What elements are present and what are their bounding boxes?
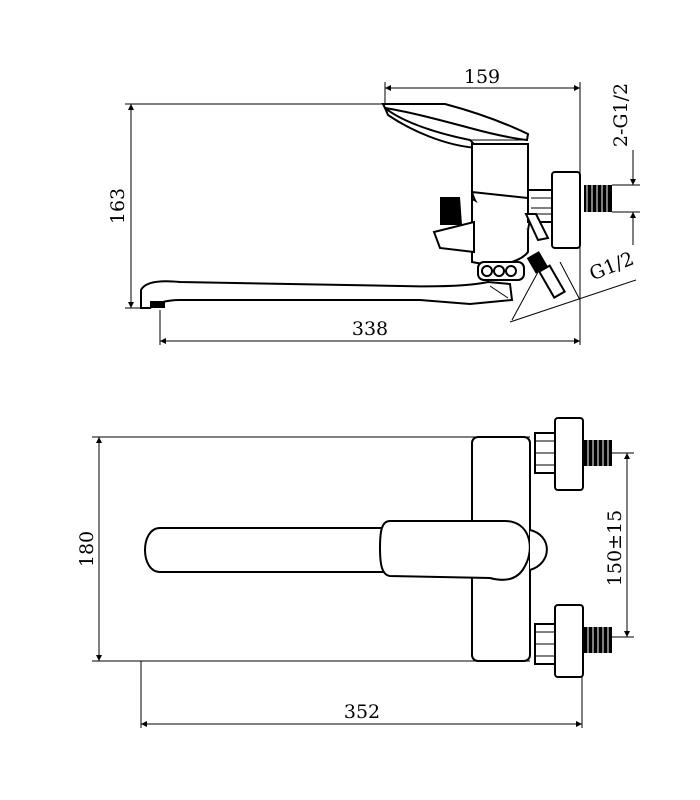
lever-handle-top	[381, 103, 530, 142]
eccentric-pipe	[524, 213, 550, 242]
inlet-thread-side-grooves	[586, 185, 608, 212]
outlet-thread-extension-left	[511, 271, 539, 321]
top-view: 180 150±15 352	[76, 417, 634, 728]
inlet-thread-label: 2-G1/2	[610, 83, 632, 147]
upper-inlet-thread-grooves	[587, 440, 609, 466]
height-dimension-label: 163	[107, 188, 129, 224]
spout-aerator	[150, 301, 165, 308]
lever-width-dimension-label: 159	[464, 66, 500, 88]
side-view: 163 159 338 2-G1/2 G1/2	[107, 66, 640, 345]
diverter-knob	[440, 197, 462, 225]
lever-handle-top-view	[378, 520, 531, 581]
lower-wall-flange	[554, 604, 584, 678]
spout	[140, 280, 514, 309]
lower-inlet-thread-grooves	[587, 627, 609, 653]
upper-eccentric-nut-lines	[535, 440, 555, 466]
outlet-thread-extension-right	[559, 261, 581, 301]
outlet-thread-label: G1/2	[586, 248, 637, 286]
body-width-dimension-label: 180	[76, 531, 98, 567]
spout-length-dimension-label: 338	[352, 318, 388, 340]
swivel-ring-ball-2	[493, 265, 505, 277]
inlet-spacing-dimension-label: 150±15	[604, 510, 626, 586]
inlet-thread-side	[584, 185, 612, 212]
wall-flange	[551, 171, 581, 249]
lower-eccentric-nut-lines	[535, 631, 555, 657]
upper-wall-flange	[554, 417, 584, 491]
swivel-ring-ball-1	[481, 265, 493, 277]
body-column	[471, 143, 529, 201]
spout-joint-line	[489, 285, 509, 299]
total-length-dimension-label: 352	[344, 701, 380, 723]
swivel-ring-ball-3	[505, 265, 517, 277]
outlet-thread-leader	[509, 279, 637, 323]
outlet-thread-side	[526, 251, 567, 300]
diverter-housing	[432, 220, 475, 254]
diverter-knob-top-view	[529, 529, 548, 571]
